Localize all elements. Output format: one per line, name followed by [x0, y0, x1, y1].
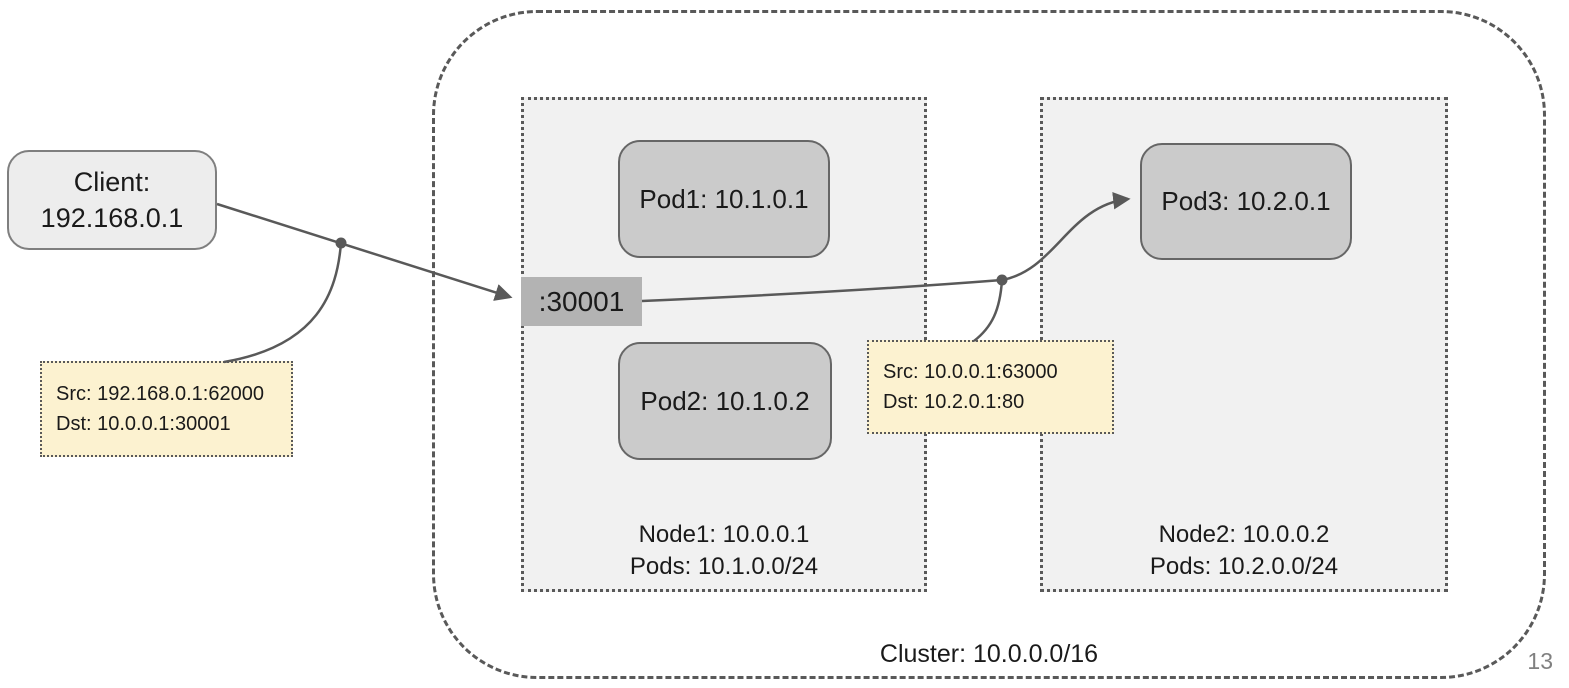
node2-pod-cidr: Pods: 10.2.0.0/24	[1149, 553, 1339, 580]
junction-dot-client-leg	[335, 237, 347, 249]
pod3-label: Pod3: 10.2.0.1	[1161, 186, 1331, 216]
nat-note1-dst: Dst: 10.0.0.1:30001	[56, 413, 231, 435]
cluster-boundary	[432, 10, 1546, 679]
pod1-box: Pod1: 10.1.0.1	[618, 140, 830, 258]
pod3-box: Pod3: 10.2.0.1	[1140, 143, 1352, 260]
cluster-label: Cluster: 10.0.0.0/16	[879, 640, 1099, 668]
node1-title: Node1: 10.0.0.1	[638, 521, 810, 548]
node1-pod-cidr: Pods: 10.1.0.0/24	[629, 553, 819, 580]
nat-note2-dst: Dst: 10.2.0.1:80	[883, 391, 1025, 413]
nat-note-node-to-pod: Src: 10.0.0.1:63000 Dst: 10.2.0.1:80	[867, 340, 1114, 434]
client-box: Client: 192.168.0.1	[7, 150, 217, 250]
pod1-label: Pod1: 10.1.0.1	[639, 183, 809, 214]
nodeport-label: :30001	[538, 285, 625, 317]
nat-note-client-to-node: Src: 192.168.0.1:62000 Dst: 10.0.0.1:300…	[40, 361, 293, 457]
nat-note2-src: Src: 10.0.0.1:63000	[883, 361, 1058, 383]
nat-note1-src: Src: 192.168.0.1:62000	[56, 383, 264, 405]
slide-page-number: 13	[1527, 648, 1553, 674]
pod2-box: Pod2: 10.1.0.2	[618, 342, 832, 460]
node2-title: Node2: 10.0.0.2	[1158, 521, 1330, 548]
client-ip: 192.168.0.1	[40, 203, 184, 233]
nodeport-badge: :30001	[521, 277, 642, 326]
node2-label: Node2: 10.0.0.2 Pods: 10.2.0.0/24	[1043, 519, 1445, 583]
leader-line-note1	[223, 242, 343, 364]
node1-label: Node1: 10.0.0.1 Pods: 10.1.0.0/24	[524, 519, 924, 583]
pod2-label: Pod2: 10.1.0.2	[640, 385, 810, 416]
client-title: Client:	[73, 167, 151, 197]
